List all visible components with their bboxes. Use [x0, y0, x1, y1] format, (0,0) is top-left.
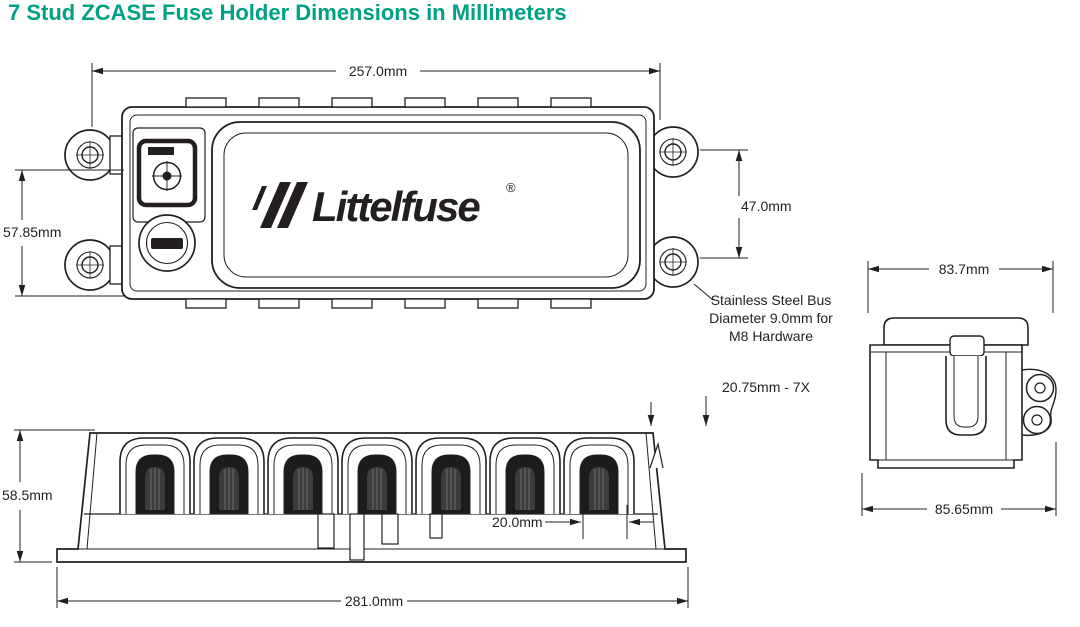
mounting-ear-bottom-right	[647, 236, 699, 288]
clip-tab	[331, 298, 373, 309]
clip-tab	[185, 298, 227, 309]
mounting-ear-bottom-left	[64, 239, 116, 291]
registered-mark-icon: ®	[506, 180, 516, 195]
cover-outline	[211, 121, 641, 289]
fuse-window-4	[341, 437, 413, 515]
front-inner-wall-right	[645, 432, 657, 550]
clip-latch	[945, 356, 987, 436]
dim-label-front-height: 58.5mm	[2, 487, 53, 503]
dim-side-top-width	[867, 261, 1054, 313]
clip-latch-top	[949, 335, 985, 357]
dim-label-terminal-width: 20.0mm	[492, 514, 543, 530]
bus-note-line2: Diameter 9.0mm for	[709, 310, 833, 326]
dim-top-width	[91, 63, 661, 127]
housing-inner-line	[129, 114, 647, 292]
dim-side-bottom-width	[861, 442, 1057, 516]
clip-tab	[185, 97, 227, 108]
dim-label-top-height-left: 57.85mm	[3, 224, 61, 240]
bottom-tab	[317, 513, 335, 549]
front-inner-wall-left	[86, 432, 98, 550]
clip-tab	[550, 97, 592, 108]
dim-label-top-width: 257.0mm	[349, 63, 407, 79]
clip-tab	[477, 298, 519, 309]
clip-tab	[258, 97, 300, 108]
front-view: 58.5mm 20.75mm - 7X 20.0mm	[2, 379, 811, 609]
fuse-window-6	[489, 437, 561, 515]
littelfuse-logo-text: Littelfuse	[312, 183, 480, 230]
littelfuse-logo-icon	[252, 182, 308, 228]
dim-label-stud-pitch: 20.75mm - 7X	[722, 379, 811, 395]
clip-tab	[477, 97, 519, 108]
bus-note-line3: M8 Hardware	[729, 328, 813, 344]
dim-top-height-left	[15, 169, 124, 297]
littelfuse-logo: Littelfuse ®	[252, 180, 516, 230]
mounting-ear-top-left	[64, 129, 116, 181]
dim-top-height-right	[700, 149, 748, 259]
dim-label-front-width: 281.0mm	[345, 593, 403, 609]
cover-inner-line	[223, 132, 629, 278]
end-notch	[649, 441, 664, 469]
mounting-ear-top-right	[647, 126, 699, 178]
clip-tab	[404, 97, 446, 108]
side-view-part	[869, 317, 1057, 469]
dim-label-side-top-width: 83.7mm	[939, 261, 990, 277]
side-lid	[883, 317, 1029, 346]
bus-bar	[1021, 368, 1057, 437]
bus-note-leader	[693, 283, 714, 301]
page-title: 7 Stud ZCASE Fuse Holder Dimensions in M…	[8, 0, 567, 25]
fuse-window-2	[193, 437, 265, 515]
stud-block	[132, 127, 206, 223]
fuse-window-5	[415, 437, 487, 515]
fuse-window-1	[119, 437, 191, 515]
fuse-window-7	[563, 437, 635, 515]
cable-connector	[138, 214, 196, 272]
dim-front-height	[14, 429, 95, 563]
side-view: 83.7mm	[861, 261, 1057, 517]
clip-tab	[331, 97, 373, 108]
bottom-tab	[349, 513, 365, 561]
dim-front-width	[56, 567, 689, 608]
clip-tab	[258, 298, 300, 309]
clip-tab	[404, 298, 446, 309]
clip-tab	[550, 298, 592, 309]
bottom-tab	[381, 513, 399, 545]
dim-terminal-width	[545, 505, 653, 539]
dim-label-side-bottom-width: 85.65mm	[935, 501, 993, 517]
fuse-window-3	[267, 437, 339, 515]
top-view: Littelfuse ® 257.0mm 57.85mm	[3, 63, 833, 344]
dim-stud-pitch	[647, 396, 710, 426]
dim-label-top-height-right: 47.0mm	[741, 198, 792, 214]
bus-note-line1: Stainless Steel Bus	[711, 292, 832, 308]
bottom-tab	[429, 513, 443, 539]
